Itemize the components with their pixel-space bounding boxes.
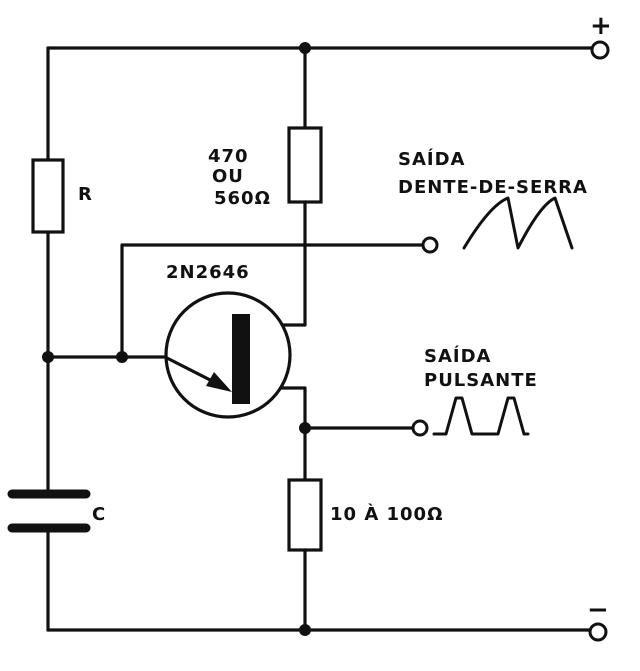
negative-terminal: [588, 622, 608, 642]
junction-pulse: [299, 422, 311, 434]
resistor-base2-value-bottom: 560Ω: [214, 188, 271, 209]
sawtooth-output-label-1: SAÍDA: [398, 148, 465, 170]
resistor-base1-value: 10 À 100Ω: [330, 503, 443, 525]
resistor-r-label: R: [78, 184, 93, 205]
sawtooth-output-label-2: DENTE-DE-SERRA: [398, 177, 588, 198]
resistor-base2: [287, 126, 323, 204]
junction-sawtooth: [116, 351, 128, 363]
transistor-label: 2N2646: [166, 262, 250, 283]
positive-terminal: [590, 40, 610, 60]
sawtooth-waveform-icon: [462, 196, 574, 250]
pulse-output-label-2: PULSANTE: [424, 370, 538, 391]
resistor-r: [31, 158, 65, 234]
resistor-base2-value-or: OU: [212, 166, 244, 187]
pulse-output-label-1: SAÍDA: [424, 345, 491, 367]
minus-label: −: [587, 595, 609, 625]
sawtooth-output-wire: [120, 243, 426, 359]
pulse-waveform-icon: [432, 396, 530, 436]
pulse-output-terminal: [411, 419, 429, 437]
resistor-base2-value-top: 470: [208, 146, 249, 167]
resistor-base1: [287, 478, 323, 552]
sawtooth-output-terminal: [421, 236, 439, 254]
capacitor-c-label: C: [92, 504, 106, 525]
junction-bottom-right: [299, 624, 311, 636]
emitter-arrow-icon: [206, 372, 232, 392]
transistor-base-bar: [232, 314, 250, 404]
plus-label: +: [590, 11, 612, 41]
transistor-body: [164, 291, 292, 419]
junction-top-right: [299, 42, 311, 54]
junction-left-mid: [42, 351, 54, 363]
